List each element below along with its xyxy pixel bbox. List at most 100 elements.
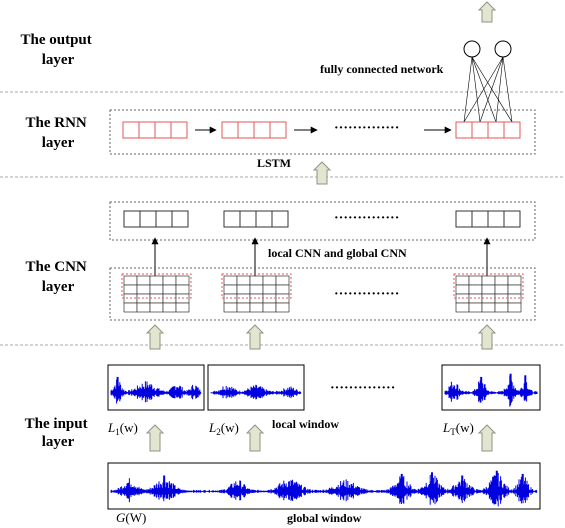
conv-cell bbox=[507, 275, 522, 286]
conv-cell bbox=[468, 284, 483, 295]
rnn-layer-label-line1: The RNN bbox=[25, 115, 86, 131]
fc-connection bbox=[463, 56, 473, 123]
local-window-t bbox=[441, 364, 541, 411]
lstm-cell-group-3 bbox=[455, 121, 521, 139]
lstm-label: LSTM bbox=[257, 156, 291, 170]
conv-cell bbox=[275, 302, 290, 313]
conv-grid-3 bbox=[453, 273, 524, 313]
global-to-local-arrow-1 bbox=[145, 424, 165, 452]
cnn-feature-cell bbox=[487, 210, 505, 228]
output-arrow bbox=[477, 1, 497, 23]
signal-frame bbox=[107, 364, 205, 411]
section-dividers bbox=[0, 91, 565, 346]
rnn-layer-box bbox=[109, 109, 536, 155]
cnn-input-arrow-3 bbox=[477, 324, 497, 350]
cnn-feature-ellipsis: ·············· bbox=[334, 211, 399, 226]
cnn-input-arrow-1 bbox=[145, 324, 165, 350]
window-ellipsis: ·············· bbox=[330, 381, 395, 396]
signal-frame bbox=[107, 462, 541, 510]
lstm-cell bbox=[269, 121, 287, 139]
lstm-cell bbox=[253, 121, 271, 139]
cnn-feature-cell bbox=[255, 210, 273, 228]
conv-cell bbox=[236, 275, 251, 286]
rnn-layer-label-line2: layer bbox=[42, 135, 75, 151]
conv-cell bbox=[468, 275, 483, 286]
global-to-local-arrow-3 bbox=[477, 424, 497, 452]
window-label-2: L2(w) bbox=[208, 420, 239, 437]
global-window-variable: G(W) bbox=[116, 510, 146, 525]
fc-connection bbox=[479, 56, 504, 123]
cnn-feature-group-1 bbox=[123, 210, 189, 228]
conv-cell bbox=[223, 302, 238, 313]
local-window-1 bbox=[107, 364, 205, 411]
conv-cell bbox=[481, 275, 496, 286]
fc-connection bbox=[471, 56, 497, 123]
global-window-label: global window bbox=[287, 511, 362, 525]
conv-grid-1 bbox=[121, 273, 192, 313]
conv-cell bbox=[236, 284, 251, 295]
cnn-feature-cell bbox=[271, 210, 289, 228]
cnn-conv-box bbox=[109, 267, 536, 321]
input-layer-label-line1: The input bbox=[25, 416, 88, 432]
cnn-layer-label: The CNN layer bbox=[25, 259, 90, 295]
lstm-cell bbox=[122, 121, 140, 139]
lstm-cell bbox=[503, 121, 521, 139]
lstm-cell bbox=[237, 121, 255, 139]
lstm-cell bbox=[471, 121, 489, 139]
output-layer-label-line2: layer bbox=[42, 52, 75, 68]
output-nodes bbox=[463, 40, 512, 58]
fc-connection bbox=[471, 56, 513, 123]
conv-cell bbox=[223, 284, 238, 295]
conv-cell bbox=[275, 275, 290, 286]
fc-connection bbox=[463, 56, 504, 123]
rnn-ellipsis: ·············· bbox=[334, 121, 399, 136]
cnn-feature-cell bbox=[455, 210, 473, 228]
global-to-local-arrow-2 bbox=[245, 424, 265, 452]
cnn-up-arrows bbox=[151, 237, 491, 276]
output-node-1 bbox=[463, 40, 481, 58]
cnn-feature-cell bbox=[123, 210, 141, 228]
cnn-feature-cell bbox=[155, 210, 173, 228]
cnn-grid-ellipsis: ·············· bbox=[334, 287, 399, 302]
rnn-layer-label: The RNN layer bbox=[25, 115, 90, 151]
signal-frame bbox=[207, 364, 305, 411]
conv-cell bbox=[149, 275, 164, 286]
conv-cell bbox=[249, 284, 264, 295]
cnn-feature-cells bbox=[123, 210, 521, 228]
conv-cell bbox=[236, 302, 251, 313]
lstm-cell bbox=[487, 121, 505, 139]
conv-filter-dash bbox=[121, 273, 192, 299]
local-window-label: local window bbox=[272, 417, 339, 431]
conv-cell bbox=[249, 302, 264, 313]
conv-cell bbox=[162, 284, 177, 295]
lstm-cell bbox=[455, 121, 473, 139]
cnn-feature-group-2 bbox=[223, 210, 289, 228]
conv-filter-dash bbox=[221, 273, 292, 299]
lstm-cell bbox=[170, 121, 188, 139]
conv-cell bbox=[481, 302, 496, 313]
conv-cell bbox=[494, 275, 509, 286]
signal-frame bbox=[441, 364, 541, 411]
conv-grid-2 bbox=[221, 273, 292, 313]
conv-cell bbox=[249, 275, 264, 286]
output-layer-label: The output layer bbox=[20, 32, 95, 68]
conv-filter-dash bbox=[453, 273, 524, 299]
waveform bbox=[110, 379, 202, 404]
fc-connection bbox=[471, 56, 481, 123]
input-layer-label: The input layer bbox=[25, 416, 92, 450]
lstm-cell-group-1 bbox=[122, 121, 188, 139]
conv-cell bbox=[494, 284, 509, 295]
cnn-feature-cell bbox=[171, 210, 189, 228]
conv-cell bbox=[123, 284, 138, 295]
lstm-cell-group-2 bbox=[221, 121, 287, 139]
fc-connection bbox=[502, 56, 513, 123]
lstm-cell bbox=[221, 121, 239, 139]
conv-cell bbox=[162, 302, 177, 313]
conv-cell bbox=[149, 284, 164, 295]
cnn-feature-cell bbox=[471, 210, 489, 228]
cnn-layer-label-line2: layer bbox=[42, 279, 75, 295]
conv-cell bbox=[262, 275, 277, 286]
conv-cell bbox=[494, 302, 509, 313]
conv-cell bbox=[455, 284, 470, 295]
